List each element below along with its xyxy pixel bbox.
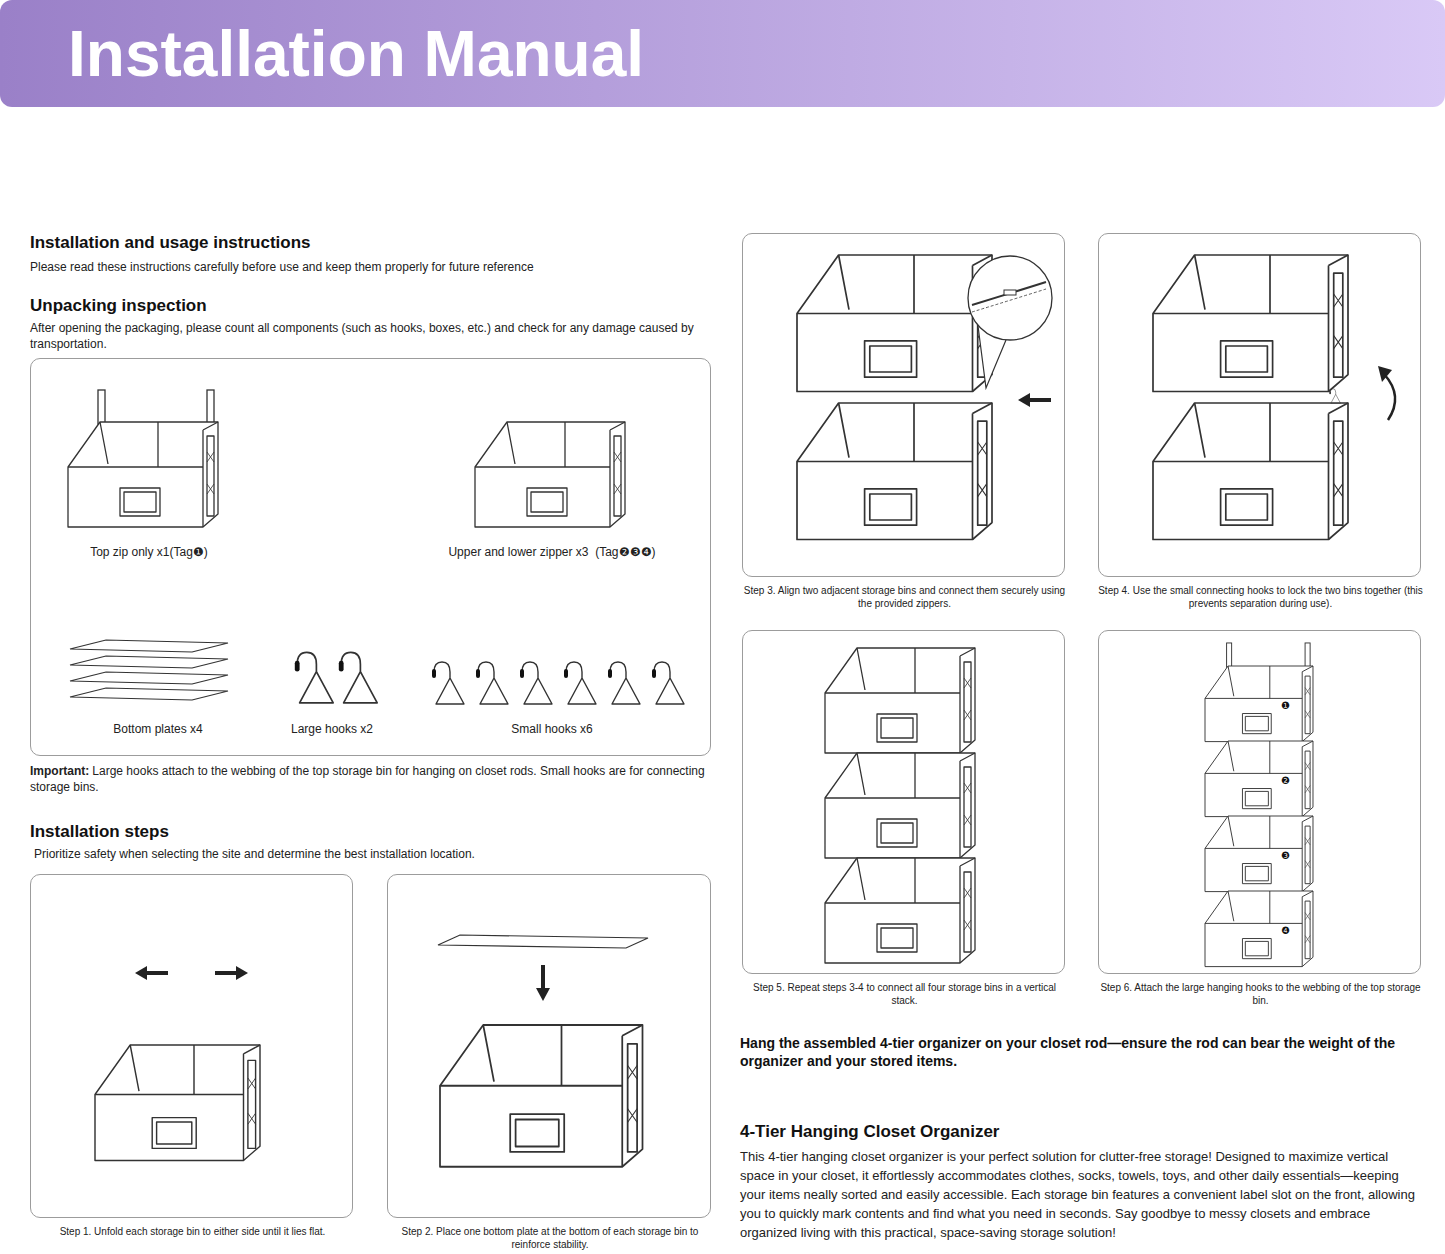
small-hook (522, 662, 552, 704)
important-note: Important:Large hooks attach to the webb… (30, 763, 710, 795)
zipper-detail (972, 289, 1046, 312)
body-text: After opening the packaging, please coun… (30, 320, 710, 352)
section-heading: Installation and usage instructions (30, 232, 720, 253)
bin-upper (1153, 255, 1348, 392)
step-caption: Step 5. Repeat steps 3-4 to connect all … (740, 981, 1070, 1007)
body-text: Please read these instructions carefully… (30, 259, 720, 275)
part-name: Top zip only x1(Tag❶) (90, 545, 208, 560)
unfold-arrows (135, 966, 248, 980)
bin-lower (1153, 403, 1348, 540)
part-name: Large hooks x2 (291, 722, 373, 737)
zipper-pull (1004, 290, 1016, 295)
zoom-circle (968, 256, 1052, 340)
arrow-shaft (145, 971, 168, 975)
step-caption: Step 6. Attach the large hanging hooks t… (1096, 981, 1426, 1007)
bottom-plate (70, 656, 228, 668)
small-hook (654, 662, 684, 704)
page-title: Installation Manual (68, 16, 644, 92)
step-caption: Step 4. Use the small connecting hooks t… (1096, 584, 1426, 610)
step-caption: Step 3. Align two adjacent storage bins … (740, 584, 1070, 610)
step-panel: Step 3. Align two adjacent storage bins … (742, 233, 1065, 577)
bin-tier (825, 753, 975, 858)
arrow-head (1378, 366, 1392, 382)
product-heading: 4-Tier Hanging Closet Organizer (740, 1121, 1430, 1142)
bin-top-zip (68, 422, 218, 527)
arrow-head (135, 966, 147, 980)
small-hook (610, 662, 640, 704)
push-arrow (1018, 393, 1051, 407)
note-text: Large hooks attach to the webbing of the… (30, 764, 705, 794)
section-heading: Installation steps (30, 821, 720, 842)
bin-tier (1205, 816, 1313, 892)
rotate-arrow (1384, 374, 1395, 420)
zipper-detail (972, 282, 1046, 305)
bin-unfolded (95, 1045, 260, 1161)
bin-lower (797, 403, 992, 540)
step-panel: Step 1. Unfold each storage bin to eithe… (30, 874, 353, 1218)
bin-tier (1205, 666, 1313, 742)
parts-panel: Top zip only x1(Tag❶) Upper and lower zip… (30, 358, 711, 756)
callout-number: ❹ (1280, 925, 1291, 937)
small-hook (566, 662, 596, 704)
arrow-head (1018, 393, 1030, 407)
arrow-head (236, 966, 248, 980)
bin-tier (1205, 891, 1313, 967)
bottom-plate (438, 935, 648, 948)
bin-tier (825, 648, 975, 753)
bin-with-plate (440, 1025, 643, 1167)
large-hook (341, 652, 377, 702)
step-panel: Step 4. Use the small connecting hooks t… (1098, 233, 1421, 577)
section-heading: Unpacking inspection (30, 295, 720, 316)
title-band (0, 0, 1445, 107)
step-panel: Step 5. Repeat steps 3-4 to connect all … (742, 630, 1065, 974)
step-caption: Step 1. Unfold each storage bin to eithe… (28, 1225, 358, 1238)
small-hook (1330, 389, 1341, 404)
part-name: Upper and lower zipper x3 (Tag❷❸❹) (448, 545, 655, 560)
arrow-shaft (215, 971, 238, 975)
part-name: Small hooks x6 (511, 722, 592, 737)
small-hook (434, 662, 464, 704)
part-name: Bottom plates x4 (113, 722, 202, 737)
body-text: Prioritize safety when selecting the sit… (34, 846, 714, 862)
large-hook (297, 652, 333, 702)
bottom-plate (70, 688, 228, 700)
note-label: Important: (30, 764, 89, 778)
bottom-plate (70, 672, 228, 684)
bin-tier (825, 858, 975, 963)
callout-number: ❷ (1280, 775, 1291, 787)
small-hook (478, 662, 508, 704)
step-caption: Step 2. Place one bottom plate at the bo… (385, 1225, 715, 1251)
step-panel: Step 2. Place one bottom plate at the bo… (387, 874, 711, 1218)
down-arrow (536, 965, 550, 1001)
callout-number: ❸ (1280, 850, 1291, 862)
arrow-head (536, 988, 550, 1001)
callout-number: ❶ (1280, 700, 1291, 712)
bin-upper (797, 255, 992, 392)
arrow-shaft (1030, 398, 1051, 402)
bin-double-zip (475, 422, 625, 527)
instruction-note: Hang the assembled 4-tier organizer on y… (740, 1034, 1430, 1070)
arrow-shaft (541, 965, 545, 990)
bottom-plate (70, 640, 228, 652)
product-description: This 4-tier hanging closet organizer is … (740, 1147, 1420, 1242)
step-panel: Step 6. Attach the large hanging hooks t… (1098, 630, 1421, 974)
bin-tier (1205, 741, 1313, 817)
